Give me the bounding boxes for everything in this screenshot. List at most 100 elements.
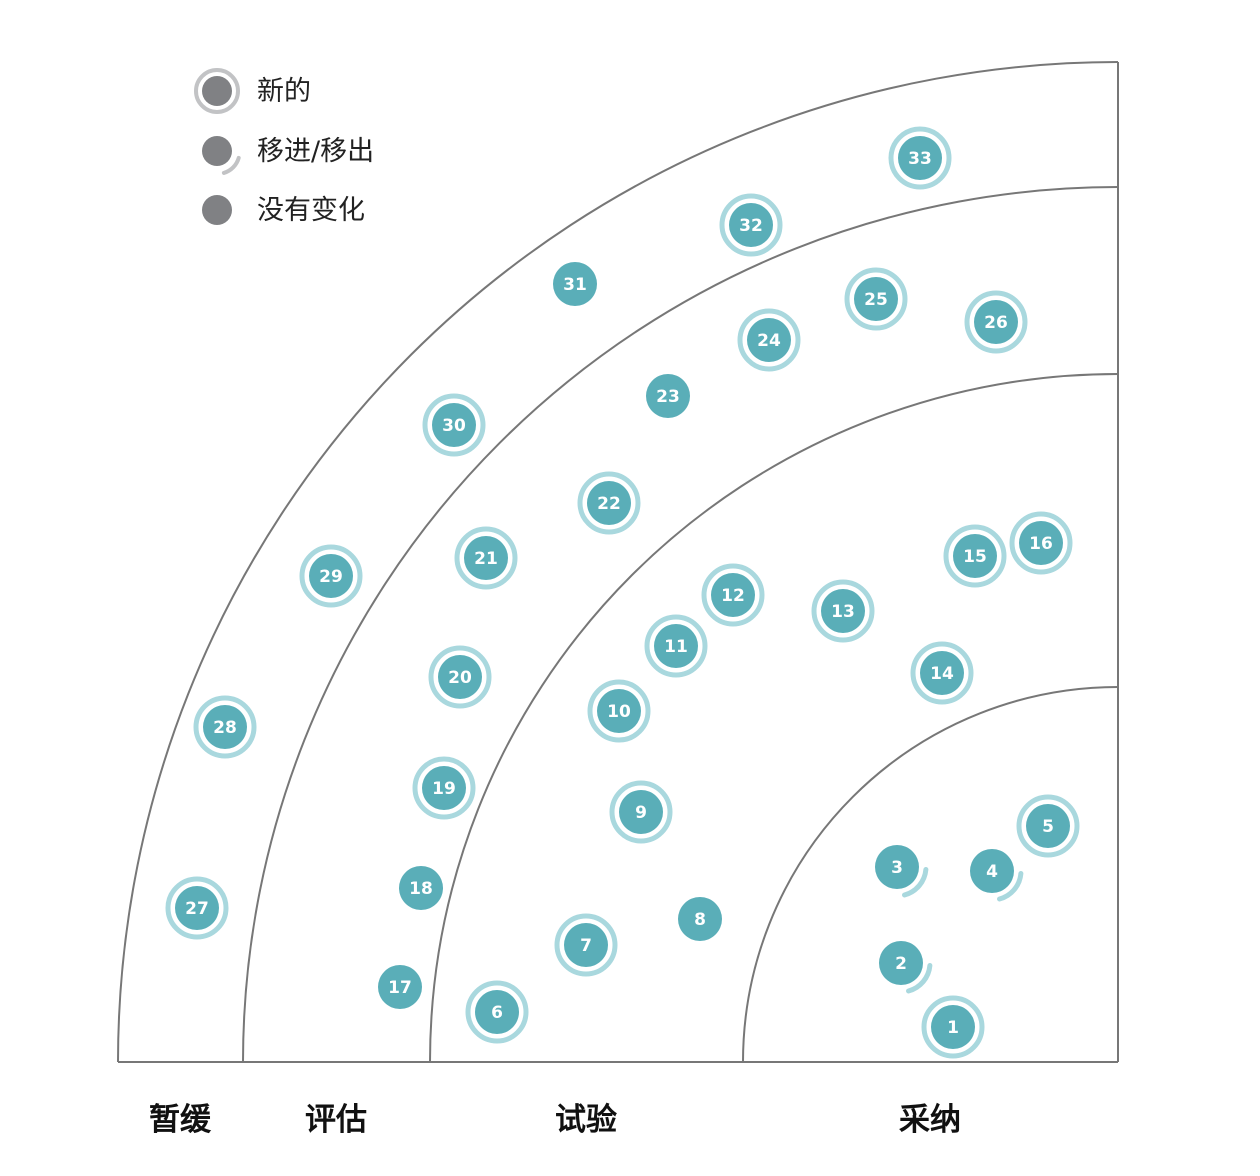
- blip-18[interactable]: 18: [399, 866, 443, 910]
- blip-29[interactable]: 29: [299, 544, 363, 608]
- blip-30[interactable]: 30: [422, 393, 486, 457]
- legend-item-unchanged: 没有变化: [202, 195, 365, 226]
- blip-1[interactable]: 1: [921, 995, 985, 1059]
- blip-new-ring: [1016, 794, 1080, 858]
- blip-dot: [399, 866, 443, 910]
- blip-number: 11: [664, 637, 688, 657]
- blip-number: 23: [656, 387, 680, 407]
- blip-new-ring: [964, 290, 1028, 354]
- blip-6[interactable]: 6: [465, 980, 529, 1044]
- legend-label-moved: 移进/移出: [257, 136, 374, 167]
- blip-new-ring: [587, 679, 651, 743]
- blip-number: 21: [474, 549, 498, 569]
- blip-number: 24: [757, 331, 781, 351]
- blip-new-ring: [719, 193, 783, 257]
- blip-dot: [678, 897, 722, 941]
- blip-16[interactable]: 16: [1009, 511, 1073, 575]
- blip-dot: [953, 534, 997, 578]
- blip-dot: [931, 1005, 975, 1049]
- blip-number: 12: [721, 586, 745, 606]
- blip-number: 6: [491, 1003, 503, 1023]
- blip-new-ring: [193, 695, 257, 759]
- legend-moved-dot-icon: [202, 136, 232, 166]
- legend-moved-arc-icon: [221, 155, 241, 175]
- blip-20[interactable]: 20: [428, 645, 492, 709]
- blip-14[interactable]: 14: [910, 641, 974, 705]
- blip-new-ring: [644, 614, 708, 678]
- blip-11[interactable]: 11: [644, 614, 708, 678]
- blip-number: 10: [607, 702, 631, 722]
- blip-15[interactable]: 15: [943, 524, 1007, 588]
- blip-28[interactable]: 28: [193, 695, 257, 759]
- blip-dot: [619, 790, 663, 834]
- blip-new-ring: [844, 267, 908, 331]
- blip-number: 29: [319, 567, 343, 587]
- blip-17[interactable]: 17: [378, 965, 422, 1009]
- blip-9[interactable]: 9: [609, 780, 673, 844]
- blip-dot: [309, 554, 353, 598]
- blip-number: 8: [694, 910, 706, 930]
- blip-number: 33: [908, 149, 932, 169]
- blip-number: 30: [442, 416, 466, 436]
- blip-23[interactable]: 23: [646, 374, 690, 418]
- blip-19[interactable]: 19: [412, 756, 476, 820]
- blip-5[interactable]: 5: [1016, 794, 1080, 858]
- blip-number: 27: [185, 899, 209, 919]
- hold-ring-arc: [117, 61, 1119, 1063]
- blip-dot: [597, 689, 641, 733]
- blip-2[interactable]: 2: [879, 941, 933, 994]
- blip-31[interactable]: 31: [553, 262, 597, 306]
- blip-24[interactable]: 24: [737, 308, 801, 372]
- blip-dot: [854, 277, 898, 321]
- blip-25[interactable]: 25: [844, 267, 908, 331]
- blip-new-ring: [910, 641, 974, 705]
- blip-7[interactable]: 7: [554, 913, 618, 977]
- legend-unchanged-dot-icon: [202, 195, 232, 225]
- legend-label-new: 新的: [257, 76, 311, 107]
- blip-27[interactable]: 27: [165, 876, 229, 940]
- blip-number: 7: [580, 936, 592, 956]
- blip-12[interactable]: 12: [701, 563, 765, 627]
- blip-new-ring: [422, 393, 486, 457]
- blip-dot: [432, 403, 476, 447]
- blip-4[interactable]: 4: [970, 849, 1024, 902]
- blip-dot: [729, 203, 773, 247]
- blip-new-ring: [1009, 511, 1073, 575]
- blip-dot: [553, 262, 597, 306]
- blip-number: 1: [947, 1018, 959, 1038]
- blip-number: 4: [986, 862, 998, 882]
- blip-dot: [587, 481, 631, 525]
- blip-new-ring: [943, 524, 1007, 588]
- ring-label-assess: 评估: [305, 1102, 367, 1138]
- blip-dot: [747, 318, 791, 362]
- blip-3[interactable]: 3: [875, 845, 929, 898]
- blip-new-ring: [811, 579, 875, 643]
- legend: 新的 移进/移出 没有变化: [194, 68, 374, 226]
- blip-number: 22: [597, 494, 621, 514]
- blip-dot: [920, 651, 964, 695]
- blip-dot: [464, 536, 508, 580]
- blip-number: 3: [891, 858, 903, 878]
- blip-8[interactable]: 8: [678, 897, 722, 941]
- blip-dot: [422, 766, 466, 810]
- blip-number: 17: [388, 978, 412, 998]
- blip-32[interactable]: 32: [719, 193, 783, 257]
- legend-new-ring-icon: [194, 68, 240, 114]
- blip-dot: [898, 136, 942, 180]
- blip-10[interactable]: 10: [587, 679, 651, 743]
- blip-number: 14: [930, 664, 954, 684]
- blip-26[interactable]: 26: [964, 290, 1028, 354]
- blip-22[interactable]: 22: [577, 471, 641, 535]
- assess-ring-arc: [242, 186, 1119, 1063]
- blip-number: 2: [895, 954, 907, 974]
- blip-dot: [711, 573, 755, 617]
- blip-number: 15: [963, 547, 987, 567]
- blip-dot: [1019, 521, 1063, 565]
- blip-21[interactable]: 21: [454, 526, 518, 590]
- blip-dot: [475, 990, 519, 1034]
- blip-13[interactable]: 13: [811, 579, 875, 643]
- blip-number: 5: [1042, 817, 1054, 837]
- blip-33[interactable]: 33: [888, 126, 952, 190]
